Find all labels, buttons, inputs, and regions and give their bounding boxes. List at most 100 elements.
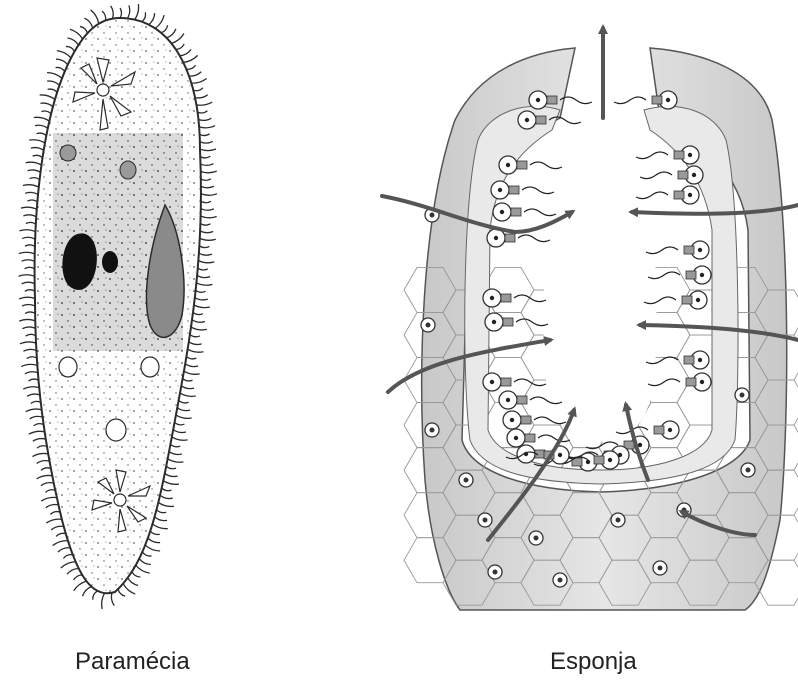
cilium bbox=[196, 290, 206, 292]
choanocyte bbox=[646, 241, 709, 259]
cell-nucleus bbox=[746, 468, 751, 473]
cilium bbox=[27, 394, 40, 396]
cilium bbox=[186, 356, 196, 358]
cilium bbox=[166, 466, 176, 469]
cilium bbox=[51, 526, 64, 530]
caption-sponge: Esponja bbox=[550, 648, 637, 676]
cilium bbox=[135, 4, 139, 20]
cilium bbox=[190, 334, 200, 336]
cilium bbox=[25, 192, 38, 194]
cilium bbox=[139, 559, 151, 565]
cilium bbox=[136, 565, 150, 573]
choanocyte bbox=[499, 156, 562, 174]
choanocyte bbox=[614, 91, 677, 109]
cilium bbox=[175, 422, 185, 425]
choanocyte bbox=[485, 313, 548, 331]
cilium bbox=[27, 200, 37, 202]
cilium bbox=[196, 102, 212, 105]
cilium bbox=[169, 452, 182, 455]
cilium bbox=[37, 446, 47, 448]
cilium bbox=[128, 578, 138, 586]
cell-nucleus bbox=[558, 578, 563, 583]
cell-nucleus bbox=[426, 323, 431, 328]
cilium bbox=[157, 510, 167, 513]
cilium bbox=[26, 409, 42, 412]
cilium bbox=[37, 133, 47, 136]
cell-nucleus bbox=[534, 536, 539, 541]
cilium bbox=[56, 67, 65, 71]
cilium bbox=[150, 531, 159, 534]
cilium bbox=[47, 73, 62, 79]
cilium bbox=[91, 10, 99, 24]
cilium bbox=[201, 201, 211, 203]
cilium bbox=[200, 238, 216, 240]
cilium bbox=[83, 587, 92, 596]
cilium bbox=[21, 364, 37, 366]
cilium bbox=[184, 371, 200, 374]
cilium bbox=[148, 538, 160, 542]
cilium bbox=[31, 401, 41, 403]
cell-nucleus bbox=[430, 428, 435, 433]
cilium bbox=[176, 415, 192, 418]
cilium bbox=[28, 170, 41, 172]
cilium bbox=[22, 327, 35, 329]
cilium bbox=[46, 504, 59, 507]
cilium bbox=[93, 591, 98, 600]
cilium bbox=[37, 461, 50, 464]
cilium bbox=[120, 8, 122, 18]
choanocyte bbox=[483, 373, 546, 391]
paramecium-diagram bbox=[19, 4, 217, 609]
cilium bbox=[185, 364, 198, 367]
cilium bbox=[195, 95, 208, 98]
cilium bbox=[20, 342, 36, 344]
cilium bbox=[181, 386, 194, 389]
cilium bbox=[198, 118, 211, 120]
cilium bbox=[32, 453, 48, 456]
cilium bbox=[25, 245, 35, 247]
cilium bbox=[40, 103, 53, 107]
cilium bbox=[200, 156, 210, 158]
choanocyte bbox=[491, 181, 554, 199]
cilium bbox=[66, 46, 75, 51]
cilium bbox=[194, 305, 210, 308]
cell-nucleus bbox=[483, 518, 488, 523]
cilium bbox=[19, 297, 35, 299]
cilium bbox=[31, 148, 44, 151]
cilium bbox=[19, 230, 35, 232]
cilium bbox=[193, 312, 203, 314]
cilium bbox=[167, 29, 176, 38]
cilium bbox=[145, 545, 160, 551]
cilium bbox=[29, 379, 39, 381]
cilium bbox=[30, 416, 43, 418]
cilium bbox=[191, 79, 206, 84]
spongocoel bbox=[544, 118, 657, 442]
cilium bbox=[161, 25, 167, 33]
cilium bbox=[22, 260, 35, 262]
vacuole bbox=[59, 357, 77, 377]
cilium bbox=[155, 517, 168, 521]
cilium bbox=[61, 562, 76, 568]
cilium bbox=[22, 304, 35, 306]
cilium bbox=[160, 495, 173, 498]
cilium bbox=[30, 178, 40, 180]
cilium bbox=[23, 215, 36, 217]
cilium bbox=[26, 334, 36, 336]
cell-nucleus bbox=[616, 518, 621, 523]
cilium bbox=[102, 11, 106, 20]
cilium bbox=[29, 431, 45, 434]
cilium bbox=[198, 111, 208, 113]
cilium bbox=[198, 261, 214, 263]
cilium bbox=[37, 475, 53, 478]
cilium bbox=[47, 81, 59, 85]
cilium bbox=[201, 179, 211, 181]
cilium bbox=[102, 593, 105, 609]
sponge-diagram bbox=[382, 28, 798, 610]
cilium bbox=[201, 194, 217, 196]
cilium bbox=[199, 253, 212, 255]
cilium bbox=[196, 283, 212, 285]
cilium bbox=[180, 393, 196, 396]
cilium bbox=[56, 533, 66, 536]
cilium bbox=[19, 252, 35, 254]
cilium bbox=[74, 575, 83, 580]
